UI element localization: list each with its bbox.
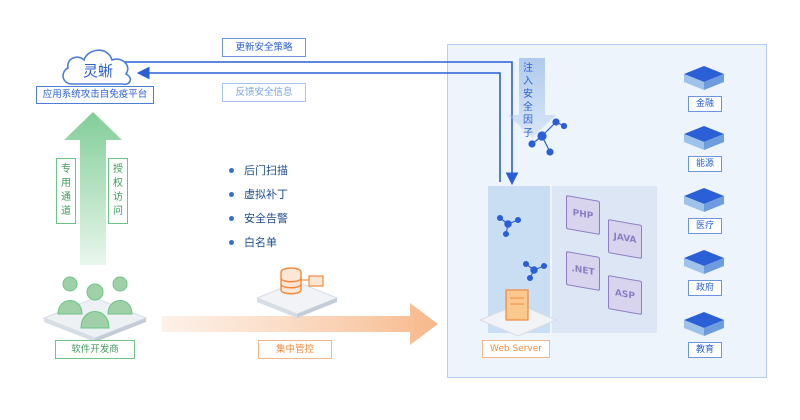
education-icon xyxy=(684,312,724,336)
update-policy-arrow xyxy=(125,61,519,186)
government-icon xyxy=(684,250,724,274)
bullet-text: 虚拟补丁 xyxy=(244,188,288,201)
medical-icon xyxy=(684,188,724,212)
bullet-item-backdoor-scan: 后门扫描 xyxy=(229,162,288,178)
inject-factor-label: 注入安全因子 xyxy=(523,63,533,139)
industry-medical: 医疗 xyxy=(688,218,722,234)
tech-icon-dotnet: .NET xyxy=(566,251,600,291)
industry-energy: 能源 xyxy=(688,156,722,172)
tech-icon-label: ASP xyxy=(614,288,636,302)
vendor-group-icon xyxy=(42,276,148,340)
bullet-dot xyxy=(229,239,234,245)
bullet-dot xyxy=(229,167,234,173)
bullet-dot xyxy=(229,215,234,221)
industry-education: 教育 xyxy=(688,342,722,358)
bullet-text: 白名单 xyxy=(244,236,277,249)
molecule-icon-2 xyxy=(496,214,522,238)
central-control-label: 集中管控 xyxy=(258,340,332,359)
bullet-text: 安全告警 xyxy=(244,212,288,225)
industry-government: 政府 xyxy=(688,280,722,296)
tech-icon-php: PHP xyxy=(566,195,600,235)
feedback-info-label: 反馈安全信息 xyxy=(222,83,306,102)
cloud-title: 灵蜥 xyxy=(82,62,113,80)
bullet-item-security-alert: 安全告警 xyxy=(229,210,288,226)
web-server-label: Web Server xyxy=(482,340,550,358)
industry-finance: 金融 xyxy=(688,96,722,112)
central-control-arrow xyxy=(162,303,438,345)
molecule-icon-3 xyxy=(522,260,548,282)
central-server-icon xyxy=(255,267,339,318)
cloud-subtitle: 应用系统攻击自免疫平台 xyxy=(36,86,154,104)
update-policy-label: 更新安全策略 xyxy=(222,38,306,57)
bullet-dot xyxy=(229,191,234,197)
vendor-label: 软件开发商 xyxy=(55,340,135,359)
finance-icon xyxy=(684,66,724,90)
tech-icon-java: JAVA xyxy=(608,219,642,259)
bullet-item-virtual-patch: 虚拟补丁 xyxy=(229,186,288,202)
inject-factor-arrow xyxy=(508,58,556,138)
feedback-arrow xyxy=(136,66,501,182)
bullet-item-whitelist: 白名单 xyxy=(229,234,277,250)
tech-icon-label: PHP xyxy=(572,208,594,222)
tech-icon-label: .NET xyxy=(571,263,595,279)
web-server-icon xyxy=(478,289,558,337)
energy-icon xyxy=(684,126,724,150)
tech-icon-label: JAVA xyxy=(613,231,637,247)
bullet-text: 后门扫描 xyxy=(244,164,288,177)
dedicated-channel-label: 专用通道 xyxy=(56,158,76,224)
tech-icon-asp: ASP xyxy=(608,275,642,315)
authorized-access-label: 授权访问 xyxy=(108,158,128,224)
cloud-icon xyxy=(62,49,132,86)
vendor-up-arrow xyxy=(64,112,122,265)
molecule-icon-1 xyxy=(528,118,568,156)
